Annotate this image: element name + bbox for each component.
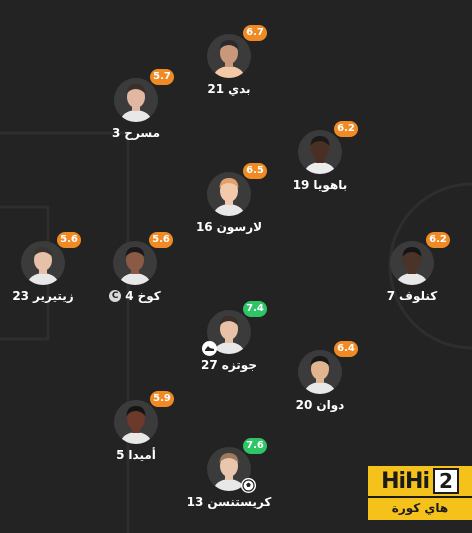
rating-badge: 5.7 [150,69,174,85]
player-name: دوان [316,398,345,412]
assist-boot-icon [202,341,217,356]
player-number: 5 [116,448,125,462]
player-avatar [113,241,157,285]
player-number: 13 [186,495,204,509]
player-avatar [114,400,158,444]
rating-badge: 5.6 [57,232,81,248]
rating-badge: 6.4 [334,341,358,357]
player-name: لارسون [216,220,263,234]
player-avatar-wrap: 7.6 [207,438,267,493]
player-name: بدي [228,82,251,96]
player-name: كريستنسن [207,495,272,509]
captain-icon: C [109,290,122,302]
player-avatar [21,241,65,285]
logo-number: 2 [432,468,459,494]
player-avatar-wrap: 7.4 [202,301,267,356]
player-number: 23 [12,289,30,303]
player-name: جوتزه [221,358,257,372]
rating-badge: 6.7 [243,25,267,41]
player-avatar-wrap: 6.4 [298,341,358,394]
player-avatar-wrap: 6.2 [390,232,450,285]
player-name: زيتيرير [33,289,74,303]
player-number: 27 [201,358,218,372]
player-number: 20 [295,398,313,412]
player-avatar-wrap: 6.2 [298,121,358,174]
rating-badge: 6.5 [243,163,267,179]
player-avatar [114,78,158,122]
player-number: 21 [207,82,225,96]
rating-badge: 5.6 [149,232,173,248]
player-avatar [298,130,342,174]
player-name: كوخ [137,289,161,303]
player-name: باهويا [313,178,348,192]
player-avatar-wrap: 5.6 [113,232,173,285]
player-avatar-wrap: 5.7 [114,69,174,122]
player-avatar-wrap: 6.7 [207,25,267,78]
rating-badge: 7.6 [243,438,267,454]
player-name: أميدا [128,448,156,462]
player-number: 19 [292,178,310,192]
player-number: 16 [195,220,213,234]
rating-badge: 6.2 [334,121,358,137]
player-name: كنلوف [399,289,438,303]
player-avatar [207,34,251,78]
player-avatar [207,172,251,216]
player-avatar-wrap: 5.6 [21,232,81,285]
goal-ball-icon [241,478,256,493]
player-number: 3 [111,126,121,140]
player-avatar-wrap: 5.9 [114,391,174,444]
rating-badge: 5.9 [150,391,174,407]
player-avatar [390,241,434,285]
rating-badge: 6.2 [426,232,450,248]
player-name: مسرح [124,126,161,140]
rating-badge: 7.4 [243,301,267,317]
hihi2-logo: HiHi 2 هاي كورة [368,466,472,522]
player-avatar [298,350,342,394]
logo-word: HiHi [381,468,430,494]
player-avatar-wrap: 6.5 [207,163,267,216]
logo-subtitle: هاي كورة [368,496,472,520]
player-number: 7 [386,289,396,303]
player-number: 4 [125,289,134,303]
